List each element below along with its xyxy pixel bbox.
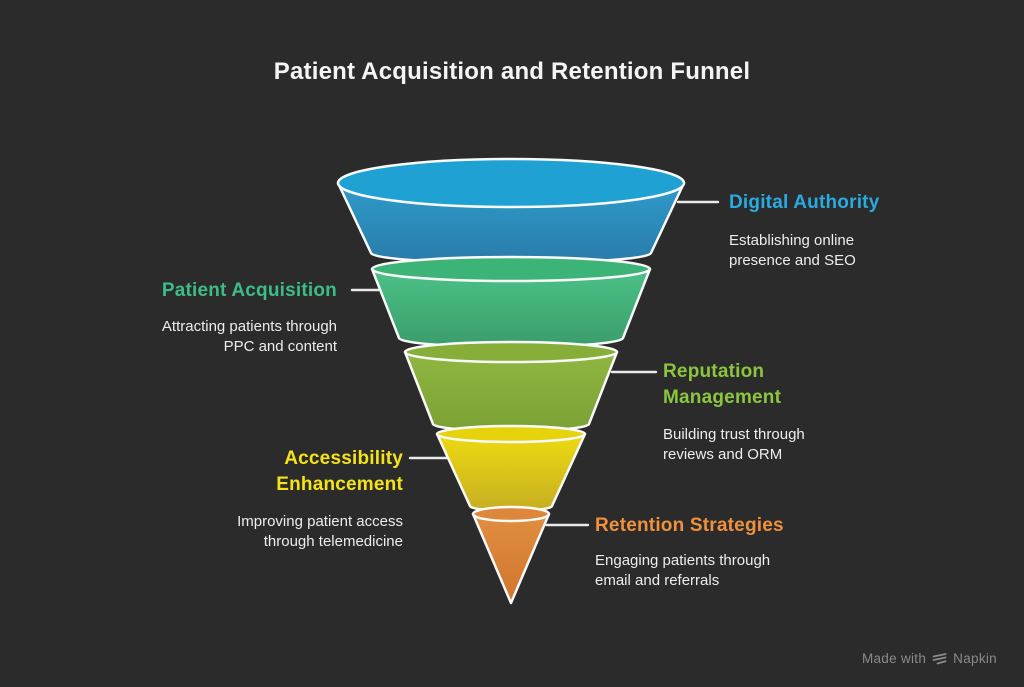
funnel-rim-digital-authority bbox=[336, 157, 686, 209]
stage-title: Reputation Management bbox=[663, 361, 782, 408]
stage-title: Patient Acquisition bbox=[161, 280, 337, 301]
stage-title: Retention Strategies bbox=[595, 515, 784, 536]
page-title: Patient Acquisition and Retention Funnel bbox=[273, 58, 751, 85]
watermark-prefix: Made with bbox=[861, 651, 927, 666]
watermark-brand: Napkin bbox=[953, 651, 997, 666]
stage-description: Engaging patients through email and refe… bbox=[595, 552, 771, 589]
funnel-segment-retention-strategies bbox=[471, 512, 551, 605]
napkin-logo-icon bbox=[932, 652, 947, 664]
funnel-rim-accessibility-enhancement bbox=[435, 424, 587, 444]
stage-description: Attracting patients through PPC and cont… bbox=[161, 318, 337, 355]
stage-label-retention-strategies: Retention Strategies Engaging patients t… bbox=[595, 513, 810, 591]
stage-description: Establishing online presence and SEO bbox=[729, 232, 856, 269]
funnel-rim-patient-acquisition bbox=[370, 255, 652, 283]
stage-title: Accessibility Enhancement bbox=[276, 448, 403, 495]
stage-title: Digital Authority bbox=[729, 192, 880, 213]
stage-label-reputation-management: Reputation Management Building trust thr… bbox=[663, 359, 838, 465]
funnel-segment-accessibility-enhancement bbox=[435, 432, 587, 513]
funnel-segment-reputation-management bbox=[403, 350, 619, 433]
stage-label-patient-acquisition: Patient Acquisition Attracting patients … bbox=[117, 278, 337, 357]
funnel-rim-reputation-management bbox=[403, 340, 619, 364]
watermark: Made with Napkin bbox=[862, 651, 997, 666]
funnel-rim-retention-strategies bbox=[471, 505, 551, 523]
stage-label-accessibility-enhancement: Accessibility Enhancement Improving pati… bbox=[203, 446, 403, 552]
stage-label-digital-authority: Digital Authority Establishing online pr… bbox=[729, 190, 904, 271]
connector-lines bbox=[350, 200, 720, 527]
stage-description: Building trust through reviews and ORM bbox=[663, 426, 805, 463]
stage-description: Improving patient access through telemed… bbox=[237, 513, 403, 550]
